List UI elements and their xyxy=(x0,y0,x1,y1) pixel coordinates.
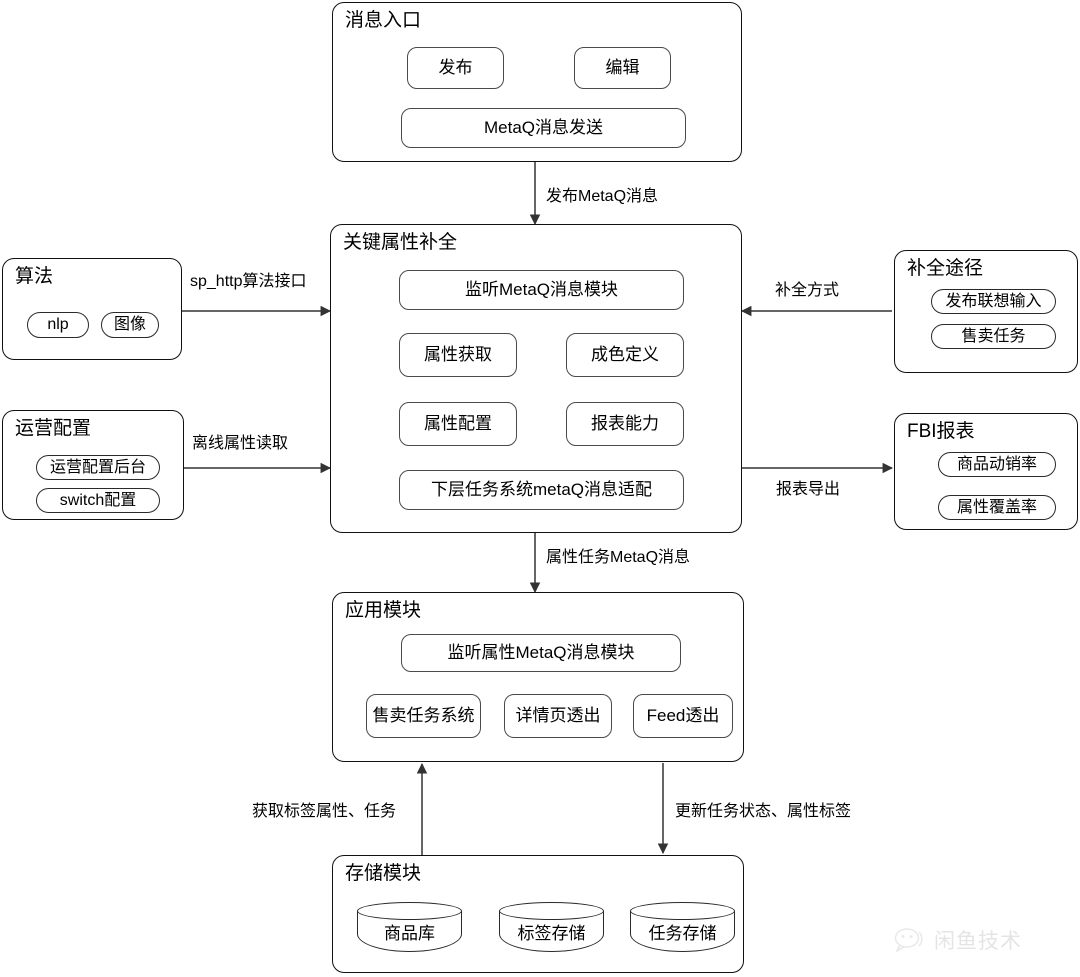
group-key-attr-completion: 关键属性补全 监听MetaQ消息模块 属性获取 成色定义 属性配置 报表能力 下… xyxy=(330,224,742,533)
cylinder-top xyxy=(357,902,462,920)
node-lower-task-metaq-adapter[interactable]: 下层任务系统metaQ消息适配 xyxy=(399,470,684,510)
pill-attr-coverage-rate[interactable]: 属性覆盖率 xyxy=(938,495,1056,520)
cylinder-product-db[interactable]: 商品库 xyxy=(357,902,462,952)
group-fbi-report: FBI报表 商品动销率 属性覆盖率 xyxy=(894,413,1078,530)
group-title-ops-config: 运营配置 xyxy=(15,418,92,439)
group-title-key-attr-completion: 关键属性补全 xyxy=(343,232,458,253)
group-storage-module: 存储模块 商品库 标签存储 任务存储 xyxy=(332,855,744,973)
node-listen-attr-metaq-module[interactable]: 监听属性MetaQ消息模块 xyxy=(401,634,681,672)
cylinder-label: 标签存储 xyxy=(517,924,586,943)
group-title-app-module: 应用模块 xyxy=(345,600,422,621)
edge-label-attr-task-metaq: 属性任务MetaQ消息 xyxy=(546,549,691,566)
node-detail-page-display[interactable]: 详情页透出 xyxy=(504,694,612,738)
group-title-algorithm: 算法 xyxy=(15,266,54,287)
edge-label-completion-method: 补全方式 xyxy=(775,282,840,299)
watermark: 闲鱼技术 xyxy=(893,925,1022,955)
watermark-text: 闲鱼技术 xyxy=(934,930,1022,953)
pill-image[interactable]: 图像 xyxy=(101,312,159,338)
node-sell-task-system[interactable]: 售卖任务系统 xyxy=(366,694,481,738)
pill-ops-config-backend[interactable]: 运营配置后台 xyxy=(36,455,160,480)
wechat-chat-icon xyxy=(894,928,923,954)
node-metaq-send[interactable]: MetaQ消息发送 xyxy=(401,108,686,148)
pill-switch-config[interactable]: switch配置 xyxy=(36,488,160,513)
node-listen-metaq-module[interactable]: 监听MetaQ消息模块 xyxy=(399,270,684,310)
edge-label-update-task-status: 更新任务状态、属性标签 xyxy=(675,803,852,820)
pill-nlp[interactable]: nlp xyxy=(27,312,89,338)
group-message-entry: 消息入口 发布 编辑 MetaQ消息发送 xyxy=(332,2,742,162)
node-attr-config[interactable]: 属性配置 xyxy=(399,402,517,446)
group-title-fbi-report: FBI报表 xyxy=(907,421,975,442)
node-attr-fetch[interactable]: 属性获取 xyxy=(399,333,517,377)
cylinder-task-storage[interactable]: 任务存储 xyxy=(630,902,735,952)
edge-label-offline-attr-read: 离线属性读取 xyxy=(192,435,289,452)
group-algorithm: 算法 nlp 图像 xyxy=(2,258,182,360)
group-completion-path: 补全途径 发布联想输入 售卖任务 xyxy=(894,250,1078,373)
pill-sell-task[interactable]: 售卖任务 xyxy=(931,324,1056,349)
group-title-completion-path: 补全途径 xyxy=(907,258,984,279)
edge-label-report-export: 报表导出 xyxy=(776,481,841,498)
pill-product-sell-through-rate[interactable]: 商品动销率 xyxy=(938,452,1056,477)
node-condition-definition[interactable]: 成色定义 xyxy=(566,333,684,377)
group-title-message-entry: 消息入口 xyxy=(345,10,422,31)
node-feed-display[interactable]: Feed透出 xyxy=(633,694,733,738)
node-report-capability[interactable]: 报表能力 xyxy=(566,402,684,446)
cylinder-label: 商品库 xyxy=(384,924,435,943)
cylinder-top xyxy=(630,902,735,920)
group-title-storage-module: 存储模块 xyxy=(345,863,422,884)
edge-label-sp-http-api: sp_http算法接口 xyxy=(190,273,307,290)
node-edit[interactable]: 编辑 xyxy=(574,47,671,89)
edge-label-publish-metaq: 发布MetaQ消息 xyxy=(546,188,659,205)
group-ops-config: 运营配置 运营配置后台 switch配置 xyxy=(2,410,184,520)
edge-label-get-tag-attr-task: 获取标签属性、任务 xyxy=(252,803,397,820)
node-publish[interactable]: 发布 xyxy=(407,47,504,89)
pill-publish-suggest-input[interactable]: 发布联想输入 xyxy=(931,289,1056,314)
cylinder-top xyxy=(499,902,604,920)
cylinder-tag-storage[interactable]: 标签存储 xyxy=(499,902,604,952)
cylinder-label: 任务存储 xyxy=(648,924,717,943)
group-app-module: 应用模块 监听属性MetaQ消息模块 售卖任务系统 详情页透出 Feed透出 xyxy=(332,592,744,762)
